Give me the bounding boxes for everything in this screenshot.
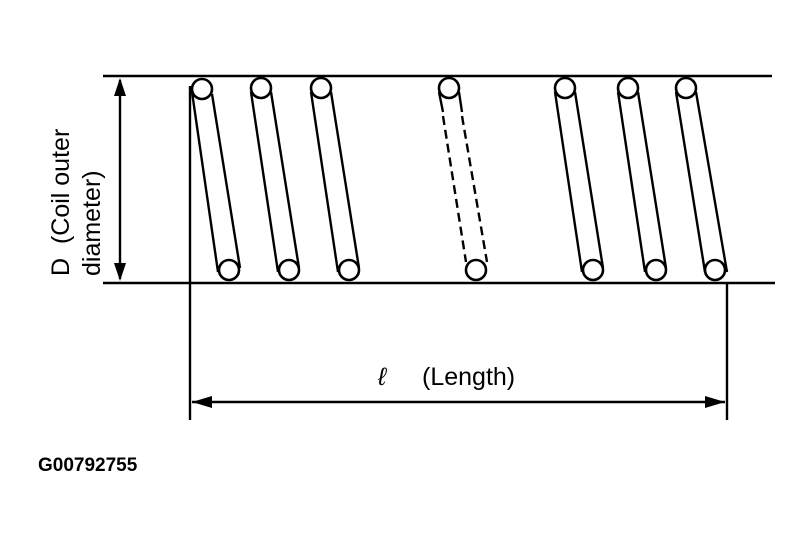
length-arrow-right <box>705 396 725 408</box>
diameter-label-line2: diameter) <box>78 170 106 276</box>
coil-1 <box>190 77 242 282</box>
figure-id: G00792755 <box>38 455 138 476</box>
length-label: (Length) <box>422 363 515 391</box>
spring-coils <box>190 76 729 282</box>
coil-4-dashed <box>437 76 489 282</box>
coil-7 <box>674 76 729 282</box>
coil-6 <box>616 76 668 282</box>
length-symbol: ℓ <box>377 363 387 391</box>
diameter-label-line1: D (Coil outer <box>47 129 75 276</box>
coil-5 <box>553 76 605 282</box>
coil-2 <box>249 76 301 282</box>
diameter-arrow-bottom <box>114 263 126 281</box>
length-arrow-left <box>192 396 212 408</box>
diameter-arrow-top <box>114 78 126 96</box>
diameter-dimension <box>114 78 126 281</box>
length-dimension <box>192 396 725 408</box>
coil-3 <box>309 76 361 282</box>
